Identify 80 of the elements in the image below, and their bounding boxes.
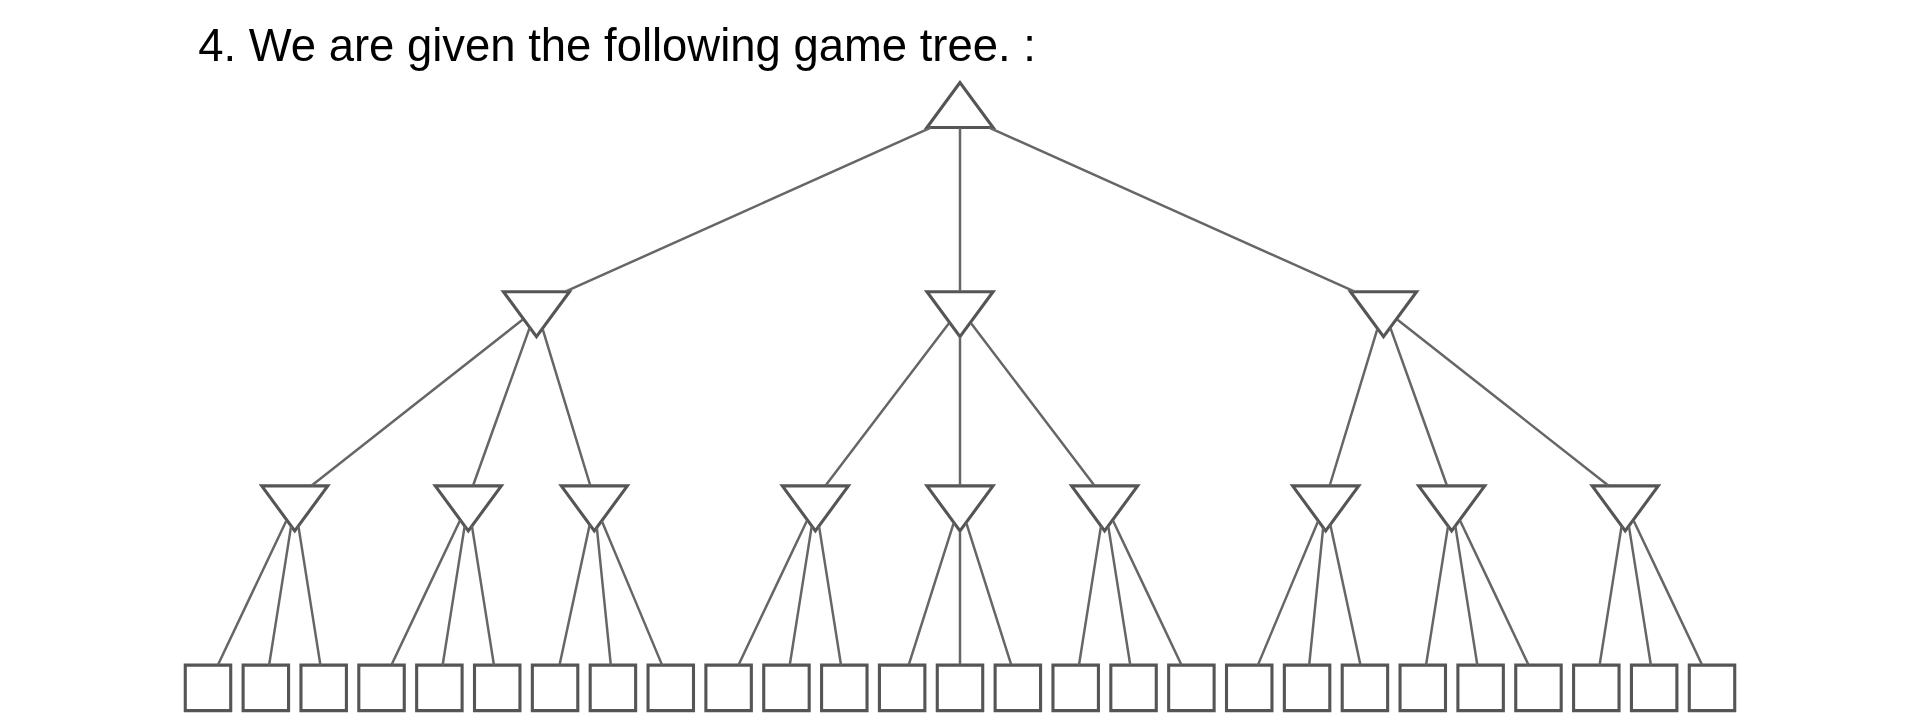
node-box [1398, 663, 1448, 713]
node-box [1340, 663, 1390, 713]
connector [817, 525, 843, 666]
node-box [472, 663, 522, 713]
connector [965, 522, 1013, 666]
connector [267, 525, 293, 666]
node-box [1572, 663, 1621, 713]
node-box [588, 663, 638, 713]
node-triangle [558, 484, 631, 534]
connector [1107, 525, 1132, 666]
node-triangle [1347, 290, 1420, 340]
connector [1454, 525, 1479, 666]
connector [1424, 525, 1450, 666]
connector [297, 525, 322, 666]
connector [390, 519, 462, 666]
node-box [704, 663, 753, 713]
connector [988, 126, 1355, 293]
node-box [646, 663, 696, 713]
connector [472, 327, 531, 486]
node-triangle [923, 290, 997, 340]
connector [969, 322, 1096, 487]
node-box [1051, 663, 1100, 713]
node-box [241, 663, 291, 713]
connector [1256, 520, 1320, 666]
node-box [299, 663, 348, 713]
node-box [530, 663, 580, 713]
connector [441, 525, 466, 666]
connector [558, 524, 591, 665]
node-box [1224, 663, 1274, 713]
node-box [357, 663, 406, 713]
connector [565, 126, 932, 293]
node-triangle [779, 484, 852, 534]
node-box [1687, 663, 1737, 713]
node-box [1109, 663, 1158, 713]
node-box [820, 663, 869, 713]
connector [1329, 524, 1362, 665]
connector [737, 519, 809, 666]
node-box [935, 663, 985, 713]
diagram-title: 4. We are given the following game tree. : [198, 20, 1036, 72]
connector [595, 527, 613, 666]
connector [1328, 328, 1379, 486]
node-triangle [1068, 484, 1141, 534]
connector [907, 522, 955, 666]
node-box [762, 663, 811, 713]
node-box [993, 663, 1043, 713]
connector [958, 336, 962, 486]
connector [1632, 519, 1704, 666]
node-triangle [1589, 484, 1662, 534]
connector [1389, 327, 1448, 486]
node-triangle [923, 484, 997, 534]
connector [788, 525, 813, 666]
node-box [1282, 663, 1332, 713]
node-triangle [258, 484, 331, 534]
connector [1307, 527, 1325, 666]
connector [600, 520, 664, 666]
connector [1396, 318, 1610, 487]
connector [958, 531, 962, 665]
node-triangle [500, 290, 573, 340]
node-box [1456, 663, 1505, 713]
connector [958, 127, 962, 292]
connector [1627, 525, 1653, 666]
connector [1598, 525, 1623, 666]
connector [310, 318, 524, 487]
connector [1111, 519, 1183, 666]
connector [216, 519, 288, 666]
connector [1458, 519, 1530, 666]
node-box [1629, 663, 1679, 713]
connector [470, 525, 496, 666]
node-triangle [923, 79, 997, 129]
node-box [1167, 663, 1216, 713]
node-box [183, 663, 233, 713]
node-triangle [1289, 484, 1362, 534]
connector [824, 322, 951, 487]
connector [541, 328, 592, 486]
connector [1077, 525, 1103, 666]
node-box [415, 663, 464, 713]
node-triangle [432, 484, 505, 534]
node-triangle [1415, 484, 1488, 534]
node-box [1514, 663, 1563, 713]
node-box [877, 663, 927, 713]
